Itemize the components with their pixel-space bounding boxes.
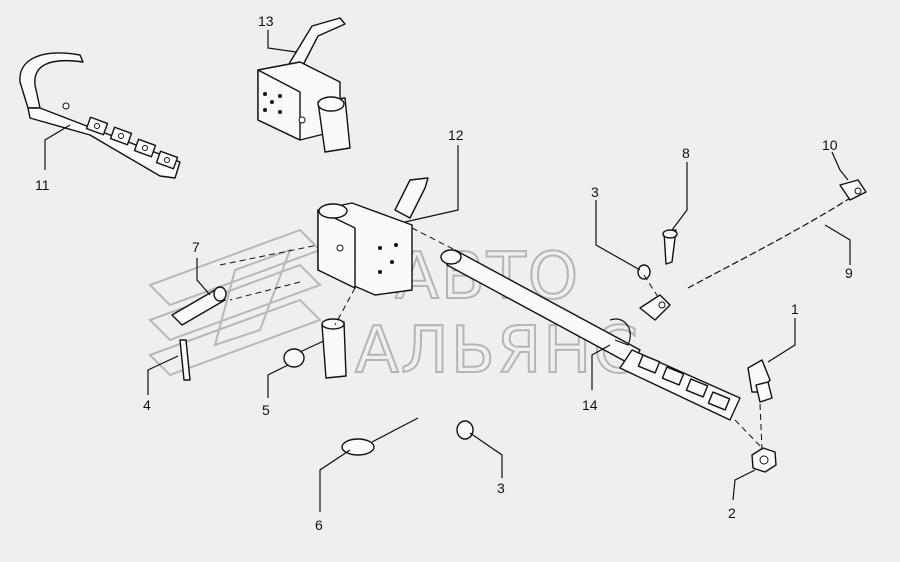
upper-bracket-part (257, 17, 351, 153)
leader-lines (44, 30, 851, 512)
main-bracket-part (317, 177, 429, 296)
drawbar-part (440, 249, 741, 421)
callout-7: 7 (192, 239, 200, 255)
snap-ring-lower (456, 420, 474, 440)
callout-14: 14 (582, 397, 598, 413)
callout-9: 9 (845, 265, 853, 281)
callout-6: 6 (315, 517, 323, 533)
hitch-pin-part (321, 318, 347, 379)
callout-5: 5 (262, 402, 270, 418)
roller-pin-part (171, 286, 227, 326)
callout-2: 2 (728, 505, 736, 521)
callout-12: 12 (448, 127, 464, 143)
retaining-pin-part (341, 417, 419, 456)
bolt-part (747, 359, 773, 403)
callout-8: 8 (682, 145, 690, 161)
callout-3-lower: 3 (497, 480, 505, 496)
nut-part (751, 447, 777, 473)
snap-ring-upper (637, 264, 651, 280)
assembly-dash-lines (219, 227, 763, 451)
chain-part (687, 179, 867, 289)
callout-1: 1 (791, 301, 799, 317)
split-pin-part (179, 339, 191, 381)
watermark-line2: АЛЬЯНС (355, 314, 640, 388)
clevis-pin-part (639, 229, 678, 321)
callout-4: 4 (143, 397, 151, 413)
callout-3-upper: 3 (591, 184, 599, 200)
callout-13: 13 (258, 13, 274, 29)
hook-bar-part (19, 52, 181, 179)
callout-10: 10 (822, 137, 838, 153)
callout-11: 11 (35, 177, 50, 193)
